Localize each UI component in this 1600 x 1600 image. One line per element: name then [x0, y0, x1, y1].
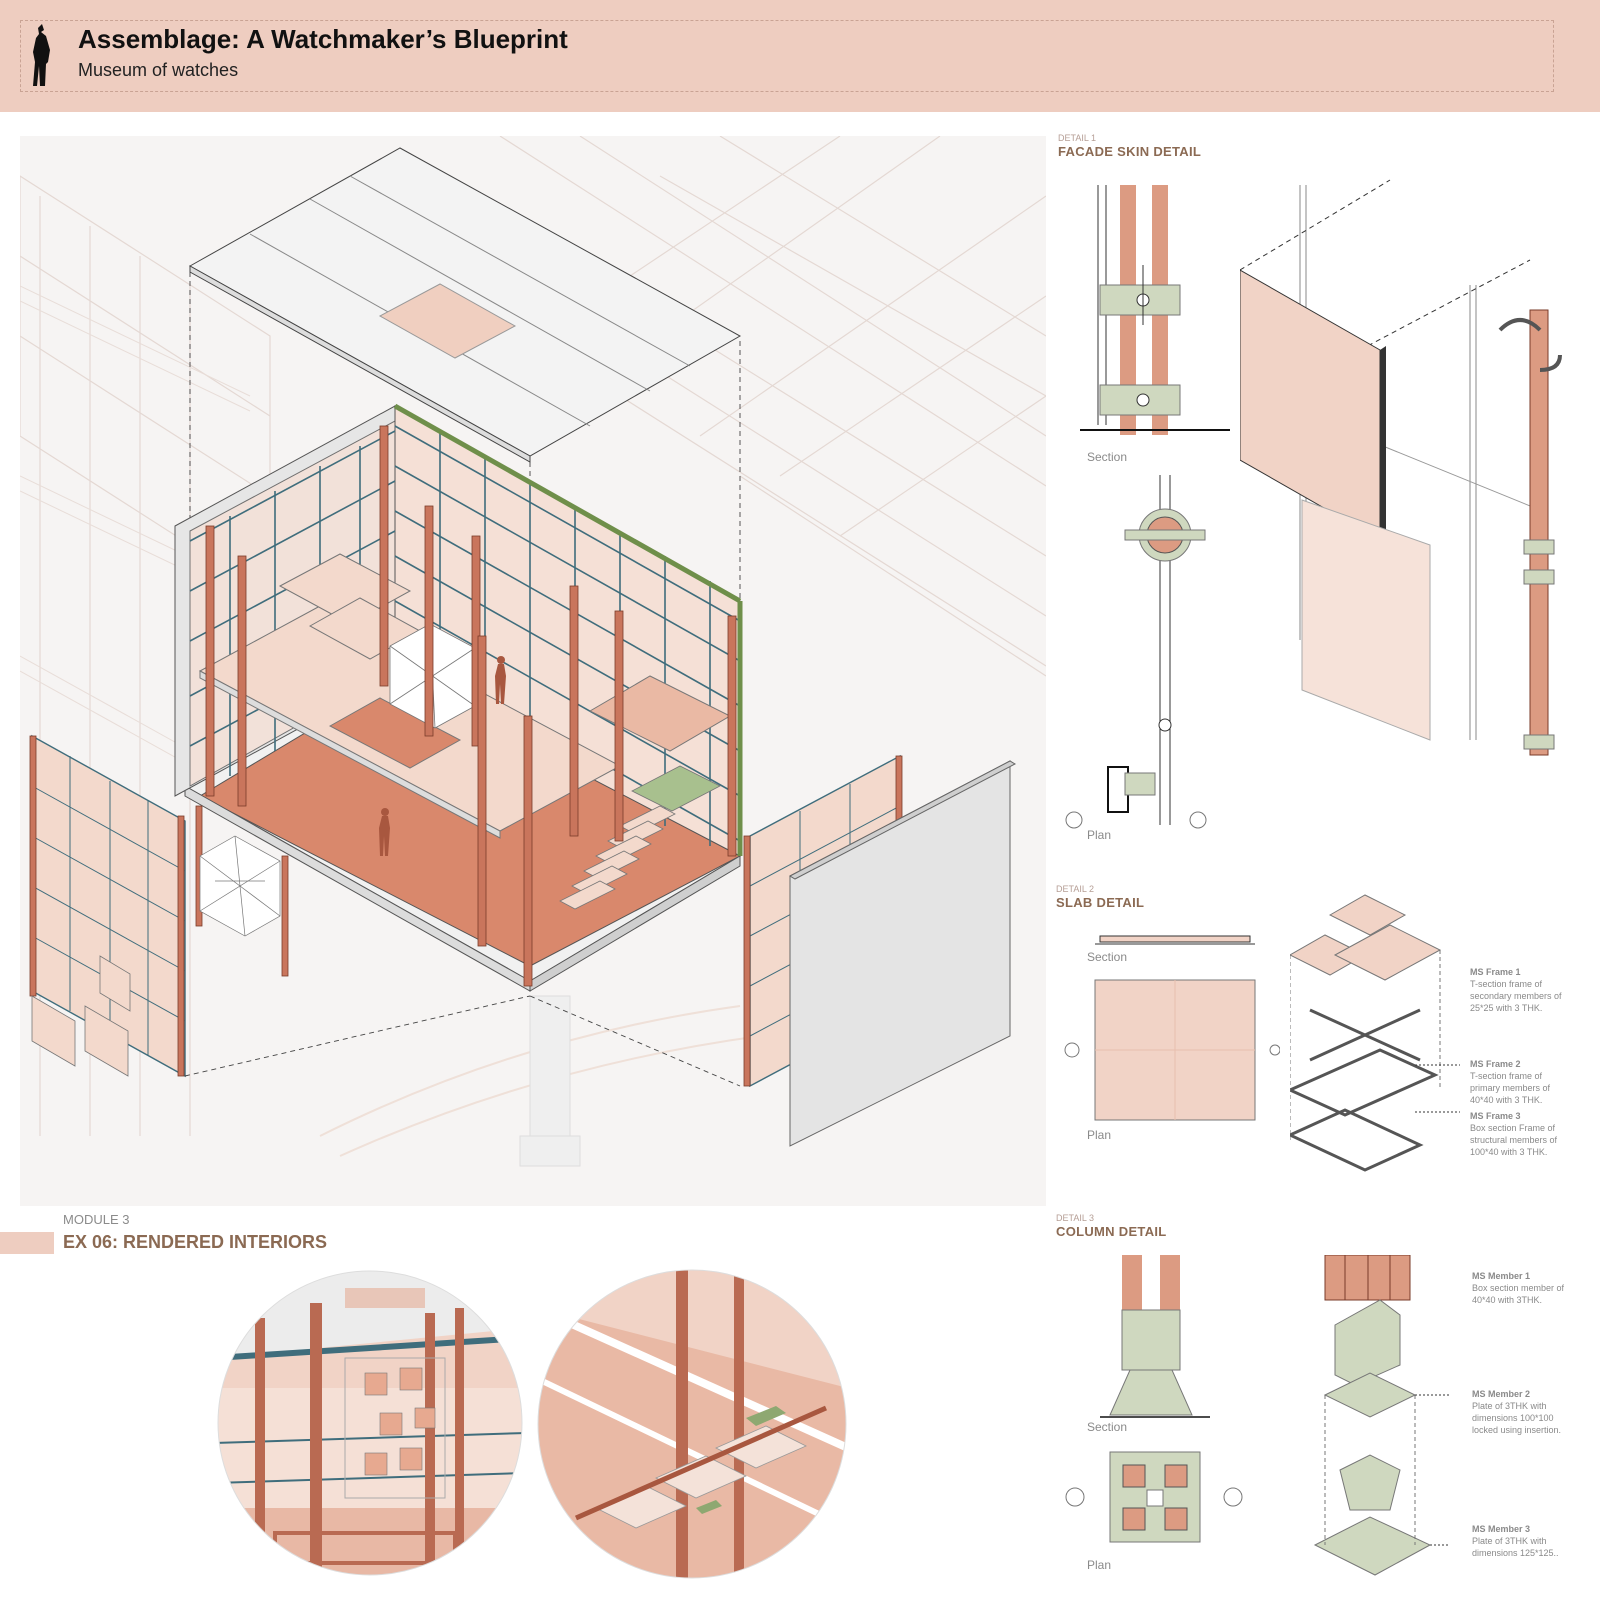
module-label: MODULE 3: [63, 1212, 130, 1227]
detail3-title: COLUMN DETAIL: [1056, 1224, 1167, 1239]
page-subtitle: Museum of watches: [78, 60, 239, 80]
detail3-section-label: Section: [1087, 1420, 1128, 1434]
detail1-plan-label: Plan: [1087, 828, 1112, 842]
right-blank-wall: [788, 760, 1017, 1147]
detail2-title: SLAB DETAIL: [1056, 895, 1145, 910]
mezzanine-slab: [198, 553, 732, 839]
detail3-tag: DETAIL 3: [1056, 1213, 1095, 1223]
display-cube-lower: [199, 835, 281, 937]
interior-render-right: [537, 1269, 847, 1579]
slab-note-1: MS Frame 1 T-section frame of secondary …: [1470, 967, 1562, 1013]
exploded-axonometric-drawing: [20, 136, 1046, 1206]
header-bar: Assemblage: A Watchmaker’s Blueprint Mus…: [0, 0, 1600, 112]
header-dashed-frame: [20, 20, 1554, 92]
facade-axonometric-drawing: [1240, 179, 1562, 756]
support-pillar: [519, 995, 581, 1167]
detail1-title: FACADE SKIN DETAIL: [1058, 144, 1202, 159]
slab-note-2: MS Frame 2 T-section frame of primary me…: [1470, 1059, 1551, 1105]
column-note-2: MS Member 2 Plate of 3THK with dimension…: [1472, 1389, 1562, 1435]
module-title: EX 06: RENDERED INTERIORS: [63, 1232, 328, 1252]
page-title: Assemblage: A Watchmaker’s Blueprint: [78, 24, 568, 54]
green-edge-beam: [393, 403, 742, 604]
detail3-plan-label: Plan: [1087, 1558, 1112, 1572]
slab-section-drawing: [1095, 935, 1255, 945]
detail2-section-label: Section: [1087, 950, 1128, 964]
column-note-3: MS Member 3 Plate of 3THK with dimension…: [1472, 1524, 1559, 1558]
slab-exploded-drawing: [1290, 894, 1460, 1172]
column-plan-drawing: [1065, 1451, 1243, 1543]
roof-panel: [188, 147, 742, 463]
staircase: [559, 765, 721, 910]
human-figures: [379, 656, 506, 856]
watchmaker-figure-icon: [33, 24, 50, 86]
slab-note-3: MS Frame 3 Box section Frame of structur…: [1470, 1111, 1558, 1157]
interior-render-left: [217, 1270, 523, 1576]
columns: [205, 425, 737, 987]
detail1-section-label: Section: [1087, 450, 1128, 464]
loose-facade-tiles: [31, 955, 131, 1077]
detail2-plan-label: Plan: [1087, 1128, 1112, 1142]
column-exploded-drawing: [1313, 1255, 1450, 1576]
facade-section-drawing: [1080, 185, 1230, 435]
column-note-1: MS Member 1 Box section member of 40*40 …: [1472, 1271, 1565, 1305]
column-section-drawing: [1100, 1255, 1210, 1418]
facade-plan-drawing: [1065, 475, 1207, 829]
detail1-tag: DETAIL 1: [1058, 133, 1097, 143]
slab-plan-drawing: [1064, 979, 1280, 1121]
detail2-tag: DETAIL 2: [1056, 884, 1095, 894]
module-accent-bar: [0, 1232, 54, 1254]
